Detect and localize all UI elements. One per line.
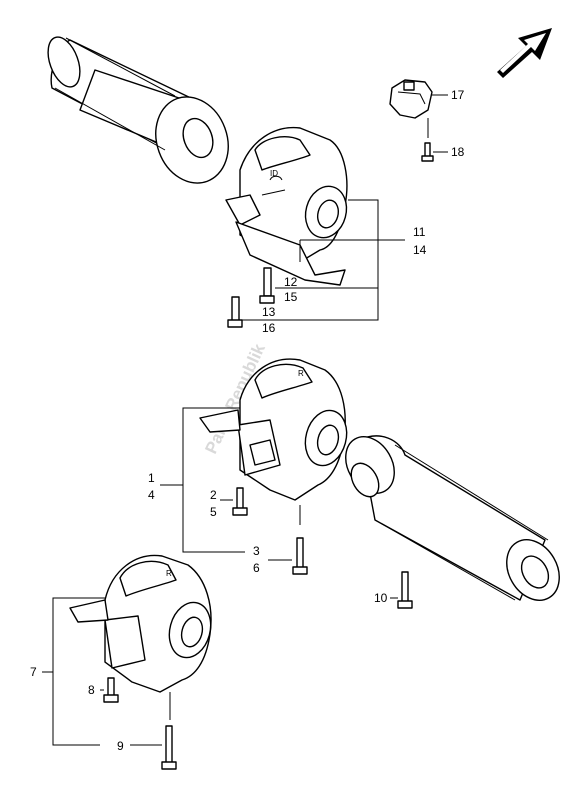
screw-10 <box>397 571 413 609</box>
callout-1: 1 <box>148 471 155 485</box>
callout-10: 10 <box>374 591 388 605</box>
callout-6: 6 <box>253 561 260 575</box>
callout-14: 14 <box>413 243 427 257</box>
screw-18 <box>421 142 434 162</box>
middle-switch-housing: R <box>199 358 348 501</box>
arrow-up-right-icon <box>497 28 552 78</box>
lower-switch-housing: R <box>69 554 212 693</box>
screw-12 <box>259 267 275 304</box>
callout-8: 8 <box>88 683 95 697</box>
callout-18: 18 <box>451 145 465 159</box>
callout-12: 12 <box>284 275 298 289</box>
svg-text:R: R <box>166 569 172 578</box>
screw-2 <box>232 487 248 516</box>
callout-16: 16 <box>262 321 276 335</box>
left-grip-upper <box>47 36 229 184</box>
svg-text:ID: ID <box>270 169 278 178</box>
callout-13: 13 <box>262 305 276 319</box>
screw-13 <box>227 296 243 328</box>
callout-2: 2 <box>210 488 217 502</box>
screw-9 <box>161 725 177 770</box>
callout-17: 17 <box>451 88 465 102</box>
svg-text:R: R <box>298 369 304 378</box>
callout-4: 4 <box>148 488 155 502</box>
callout-11: 11 <box>413 225 426 239</box>
callout-5: 5 <box>210 505 217 519</box>
callout-15: 15 <box>284 290 298 304</box>
leader-lines <box>42 94 448 746</box>
upper-switch-housing: ID <box>225 126 348 286</box>
screw-3 <box>292 537 308 575</box>
callout-labels: 1 2 3 4 5 6 7 8 9 10 11 12 13 14 15 16 1… <box>30 88 465 753</box>
callout-9: 9 <box>117 739 124 753</box>
callout-7: 7 <box>30 665 37 679</box>
switch-part-17 <box>389 79 433 119</box>
callout-3: 3 <box>253 544 260 558</box>
right-grip-throttle <box>345 435 560 601</box>
screw-8 <box>103 677 119 703</box>
